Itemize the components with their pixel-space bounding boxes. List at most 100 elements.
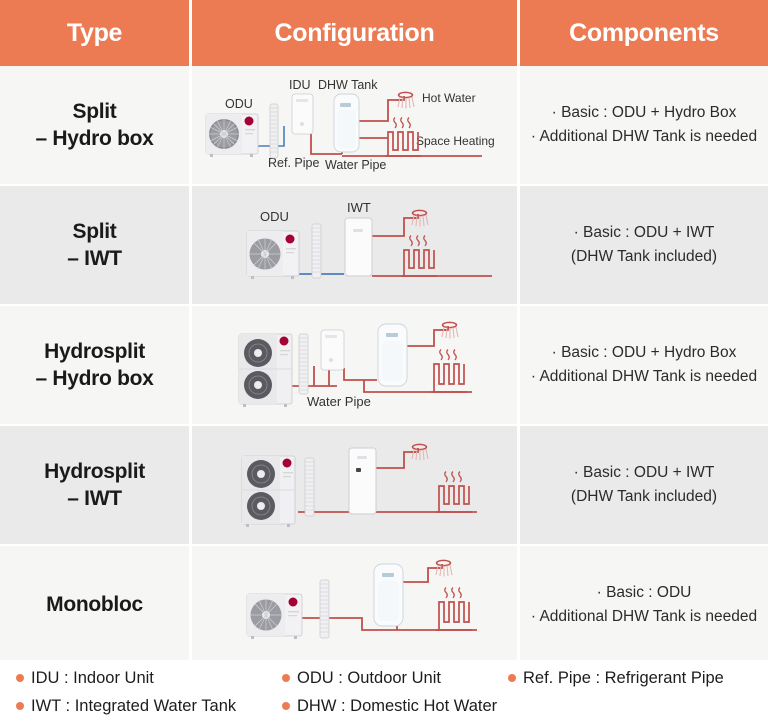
shower-head-icon	[397, 91, 415, 109]
components-line: (DHW Tank included)	[570, 488, 718, 505]
odu-unit-icon	[241, 455, 296, 527]
odu-unit-icon	[238, 333, 293, 407]
heat-exchanger-icon	[319, 579, 330, 639]
header-cell-configuration: Configuration	[274, 18, 435, 47]
label-iwt: IWT	[347, 200, 371, 215]
type-label-line2: – IWT	[67, 247, 122, 270]
monobloc-diagram	[246, 559, 477, 639]
odu-unit-icon	[246, 593, 303, 639]
odu-unit-icon	[205, 113, 259, 157]
label-idu: IDU	[289, 78, 311, 92]
components-line: · Basic : ODU + IWT	[573, 223, 715, 241]
type-label-line2: – Hydro box	[35, 127, 154, 150]
components-cell: · Basic : ODU · Additional DHW Tank is n…	[520, 546, 768, 664]
header-cell-type: Type	[66, 18, 123, 47]
configuration-diagram-cell	[192, 546, 517, 664]
type-cell: Hydrosplit – Hydro box	[0, 306, 189, 424]
type-cell: Split – Hydro box	[0, 66, 189, 184]
row-divider	[0, 424, 768, 426]
split-iwt-diagram: ODU IWT	[246, 200, 492, 279]
configuration-diagram-cell: ODU IWT	[192, 186, 517, 304]
components-line: · Basic : ODU	[596, 583, 692, 601]
components-cell: · Basic : ODU + IWT (DHW Tank included)	[520, 186, 768, 304]
column-divider	[517, 66, 520, 184]
legend: IDU : Indoor Unit ODU : Outdoor Unit Ref…	[0, 660, 768, 724]
components-cell: · Basic : ODU + Hydro Box · Additional D…	[520, 306, 768, 424]
heat-exchanger-icon	[269, 103, 279, 159]
table-row: Split – Hydro box ODU IDU DHW Tank Hot W…	[0, 66, 768, 184]
column-divider	[189, 306, 192, 424]
label-hot-water: Hot Water	[422, 91, 476, 105]
shower-head-icon	[441, 321, 459, 339]
components-line: · Basic : ODU + Hydro Box	[551, 343, 737, 361]
label-odu: ODU	[225, 97, 253, 111]
type-label-line1: Hydrosplit	[44, 459, 145, 483]
legend-item-odu: ODU : Outdoor Unit	[282, 669, 508, 688]
hydrobox-icon	[320, 329, 345, 371]
hydrosplit-iwt-diagram	[241, 443, 477, 527]
legend-text: ODU : Outdoor Unit	[297, 668, 441, 687]
table-row: Split – IWT ODU IWT	[0, 186, 768, 304]
type-cell: Hydrosplit – IWT	[0, 426, 189, 544]
legend-text: DHW : Domestic Hot Water	[297, 696, 498, 715]
configuration-diagram-cell: ODU IDU DHW Tank Hot Water Space Heating…	[192, 66, 517, 184]
label-water-pipe: Water Pipe	[325, 158, 386, 172]
column-divider	[189, 426, 192, 544]
dhw-tank-icon	[333, 93, 360, 153]
components-line: (DHW Tank included)	[570, 248, 718, 265]
column-divider	[189, 0, 192, 66]
column-divider	[517, 426, 520, 544]
components-line: · Basic : ODU + Hydro Box	[551, 103, 737, 121]
iwt-tank-icon	[348, 447, 377, 515]
table-row: Hydrosplit – Hydro box Water Pipe	[0, 306, 768, 424]
type-label-line1: Hydrosplit	[44, 339, 145, 363]
column-divider	[517, 0, 520, 66]
label-space-heating: Space Heating	[416, 134, 495, 148]
table-row: Monobloc	[0, 546, 768, 664]
type-label-line1: Split	[72, 219, 117, 243]
label-dhw-tank: DHW Tank	[318, 78, 378, 92]
dhw-tank-icon	[373, 563, 404, 627]
column-divider	[189, 546, 192, 664]
legend-item-ref-pipe: Ref. Pipe : Refrigerant Pipe	[508, 669, 768, 688]
row-divider	[0, 304, 768, 306]
heat-exchanger-icon	[304, 457, 315, 517]
type-label-line2: – IWT	[67, 487, 122, 510]
components-cell: · Basic : ODU + IWT (DHW Tank included)	[520, 426, 768, 544]
legend-text: Ref. Pipe : Refrigerant Pipe	[523, 668, 724, 687]
bullet-icon	[282, 674, 290, 682]
legend-text: IWT : Integrated Water Tank	[31, 696, 237, 715]
legend-item-iwt: IWT : Integrated Water Tank	[16, 697, 282, 716]
column-divider	[517, 306, 520, 424]
iwt-tank-icon	[344, 217, 373, 277]
radiator-icon	[436, 587, 472, 631]
shower-head-icon	[411, 443, 429, 461]
legend-item-idu: IDU : Indoor Unit	[16, 669, 282, 688]
radiator-icon	[385, 117, 421, 157]
type-cell: Monobloc	[0, 546, 189, 664]
configuration-diagram-cell	[192, 426, 517, 544]
components-line: · Additional DHW Tank is needed	[530, 368, 758, 385]
column-divider	[517, 546, 520, 664]
heat-exchanger-icon	[311, 223, 322, 279]
radiator-icon	[401, 235, 437, 277]
bullet-icon	[282, 702, 290, 710]
shower-head-icon	[411, 209, 429, 227]
shower-head-icon	[435, 559, 453, 577]
column-divider	[189, 186, 192, 304]
idu-hydrobox-icon	[291, 93, 314, 135]
column-divider	[517, 186, 520, 304]
configuration-diagram-cell: Water Pipe	[192, 306, 517, 424]
row-divider	[0, 544, 768, 546]
components-line: · Additional DHW Tank is needed	[530, 608, 758, 625]
column-divider	[189, 66, 192, 184]
components-cell: · Basic : ODU + Hydro Box · Additional D…	[520, 66, 768, 184]
label-odu: ODU	[260, 209, 289, 224]
label-water-pipe: Water Pipe	[307, 394, 371, 409]
table-row: Hydrosplit – IWT	[0, 426, 768, 544]
bullet-icon	[16, 702, 24, 710]
bullet-icon	[16, 674, 24, 682]
table-header-row: Type Configuration Components	[0, 0, 768, 66]
odu-unit-icon	[246, 230, 300, 279]
